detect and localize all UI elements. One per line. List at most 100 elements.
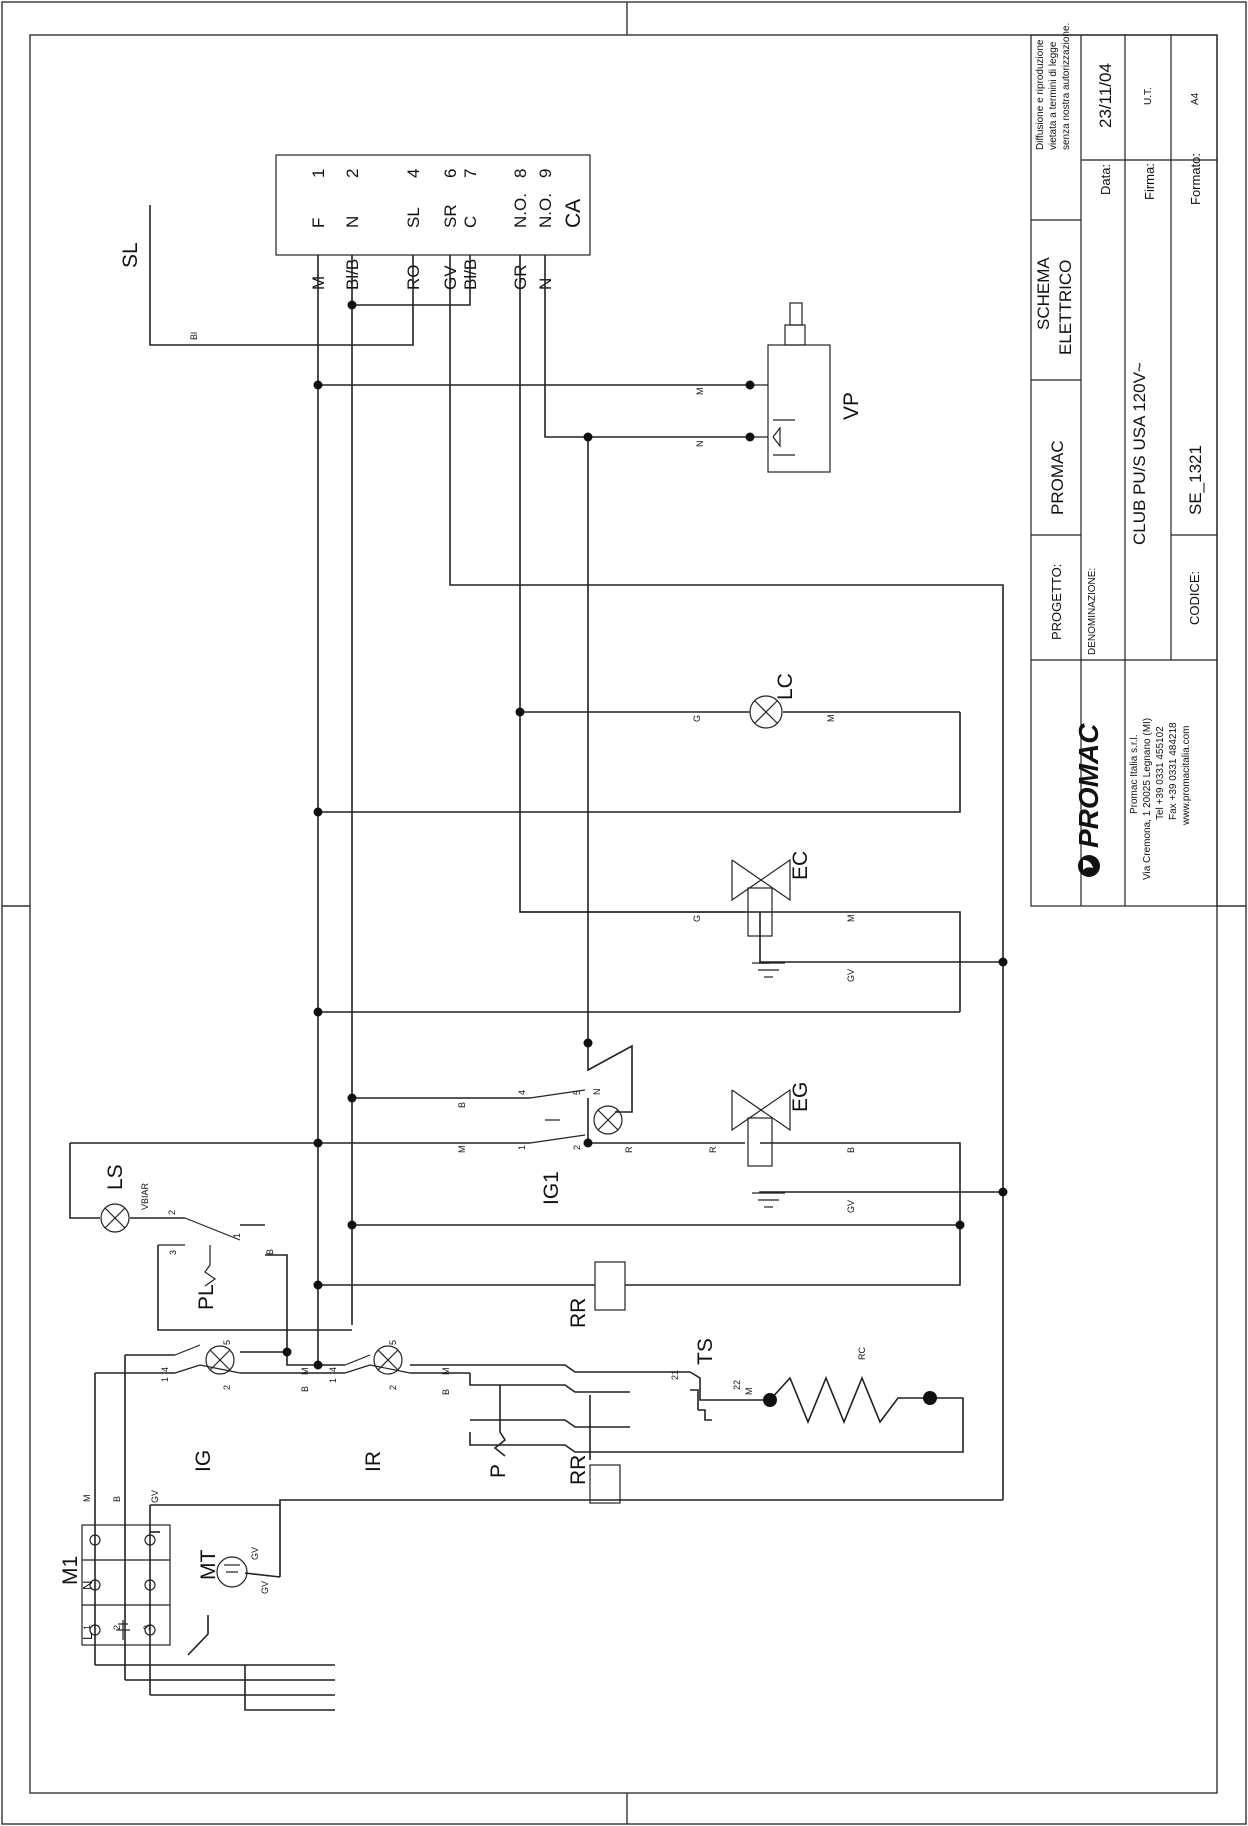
ca-pin-7: 7 <box>461 169 480 178</box>
label-ec: EC <box>789 851 812 880</box>
term-ir-1: 1 <box>328 1378 338 1383</box>
mt-motor <box>216 1556 248 1588</box>
term-pl-3: 3 <box>168 1250 178 1255</box>
title-block: Diffusione e riproduzione vietata a term… <box>1030 23 1218 907</box>
ca-pin-1: 1 <box>309 169 328 178</box>
data-label: Data: <box>1098 164 1113 195</box>
wire-label-lc-g: G <box>692 715 702 722</box>
label-rr-bottom: RR <box>567 1455 590 1485</box>
term-m1-2: 2 <box>112 1625 122 1630</box>
term-ig1-2: 2 <box>572 1145 582 1150</box>
wire-label-ir-m: M <box>441 1368 451 1376</box>
wire-label-vbar: VBIAR <box>140 1182 150 1210</box>
ir-switch[interactable] <box>344 1345 411 1375</box>
term-ts-22: 22 <box>732 1380 742 1390</box>
label-ts: TS <box>694 1338 717 1365</box>
label-vp: VP <box>840 392 863 420</box>
wire-label-vp-m: M <box>695 388 705 396</box>
schema-line-2: ELETTRICO <box>1056 260 1075 355</box>
term-ir-2: 2 <box>388 1385 398 1390</box>
m1-terminal-n: N <box>80 1581 95 1590</box>
label-lc: LC <box>774 673 797 700</box>
ca-function-1: F <box>309 218 328 228</box>
formato-label: Formato: <box>1188 153 1203 205</box>
wire-label-ig-b: B <box>300 1386 310 1392</box>
component-labels: SL VP LC EC EG IG1 LS PL RR TS RC P IR R… <box>59 242 867 1585</box>
ig-main-switch[interactable] <box>174 1344 241 1375</box>
wire-label-lc-m: M <box>826 715 836 723</box>
vp-solenoid-valve <box>750 302 831 473</box>
label-rc: RC <box>857 1347 867 1360</box>
rc-terminal-right <box>923 1391 937 1405</box>
term-ig-5: 5 <box>222 1340 232 1345</box>
codice-value: SE_1321 <box>1186 445 1205 515</box>
rc-terminal-left <box>763 1393 777 1407</box>
wire-label-eg-b: B <box>846 1147 856 1153</box>
wire-label-ec-m: M <box>846 915 856 923</box>
ig1-switch[interactable] <box>529 1089 623 1144</box>
ca-function-5: C <box>461 216 480 228</box>
denominazione-label: DENOMINAZIONE: <box>1087 568 1098 655</box>
rr-relay-coil-top <box>594 1261 626 1311</box>
ut-value: U.T. <box>1143 87 1154 105</box>
data-value: 23/11/04 <box>1096 63 1115 128</box>
junction-dots <box>282 300 1008 1370</box>
label-mt: MT <box>197 1550 220 1580</box>
ca-function-7: N.O. <box>536 193 555 228</box>
wire-label-ig1-m: M <box>457 1146 467 1154</box>
company-fax: Fax +39 0331 484218 <box>1168 722 1179 820</box>
wire-label-eg-gv: GV <box>846 1200 856 1213</box>
denominazione-value: CLUB PU/S USA 120V~ <box>1130 362 1149 545</box>
ca-pin-2: 2 <box>343 169 362 178</box>
wire-label-ts-m: M <box>744 1388 754 1396</box>
term-ig1-4: 4 <box>517 1090 527 1095</box>
eg-valve <box>731 1088 791 1208</box>
term-ig1-5: 5 <box>572 1090 582 1095</box>
label-ig: IG <box>192 1450 215 1472</box>
ca-pin-6: 6 <box>441 169 460 178</box>
term-ts-21: 21 <box>670 1370 680 1380</box>
term-ig1-1: 1 <box>517 1145 527 1150</box>
company-tel: Tel +39 0331 455102 <box>1155 726 1166 820</box>
wire-label-m1-m: M <box>82 1495 92 1503</box>
label-p: P <box>487 1464 510 1478</box>
wire-label-eg-r2: R <box>708 1146 718 1153</box>
m1-terminal-l: L <box>80 1633 95 1640</box>
progetto-label: PROGETTO: <box>1049 564 1064 640</box>
firma-label: Firma: <box>1142 163 1157 200</box>
wire-label-ir-b: B <box>441 1389 451 1395</box>
term-m1-1: 1 <box>82 1625 92 1630</box>
ca-pin-8: 8 <box>511 169 530 178</box>
wire-label-ig-m: M <box>300 1368 310 1376</box>
rights-line-1: Diffusione e riproduzione <box>1035 39 1046 150</box>
term-pl-2: 2 <box>167 1210 177 1215</box>
term-ir-4: 4 <box>328 1367 338 1372</box>
ca-function-2: N <box>343 216 362 228</box>
ec-valve <box>731 858 791 978</box>
label-ir: IR <box>362 1451 385 1472</box>
label-sl: SL <box>119 242 142 268</box>
term-ig-2: 2 <box>222 1385 232 1390</box>
ls-lamp <box>100 1203 130 1233</box>
wire-label-ec-g: G <box>692 915 702 922</box>
rights-line-2: vietata a termini di legge <box>1048 41 1059 150</box>
ca-pin-9: 9 <box>536 169 555 178</box>
label-pl: PL <box>195 1284 218 1310</box>
wire-label-vp-n: N <box>695 441 705 448</box>
ca-function-3: SL <box>404 207 423 228</box>
label-ig1: IG1 <box>540 1171 563 1205</box>
label-ls: LS <box>104 1164 127 1190</box>
schema-line-1: SCHEMA <box>1034 257 1053 330</box>
wire-label-mt-gv1: GV <box>250 1547 260 1560</box>
wiring <box>69 205 1004 1711</box>
wire-label-mt-gv2: GV <box>260 1581 270 1594</box>
label-rr-top: RR <box>567 1298 590 1328</box>
wire-label-ig1-b: B <box>457 1102 467 1108</box>
wire-label-pl-b: B <box>265 1249 275 1255</box>
term-m1-3: 3 <box>142 1625 152 1630</box>
label-m1: M1 <box>59 1556 82 1585</box>
wire-label-m1-b: B <box>112 1496 122 1502</box>
